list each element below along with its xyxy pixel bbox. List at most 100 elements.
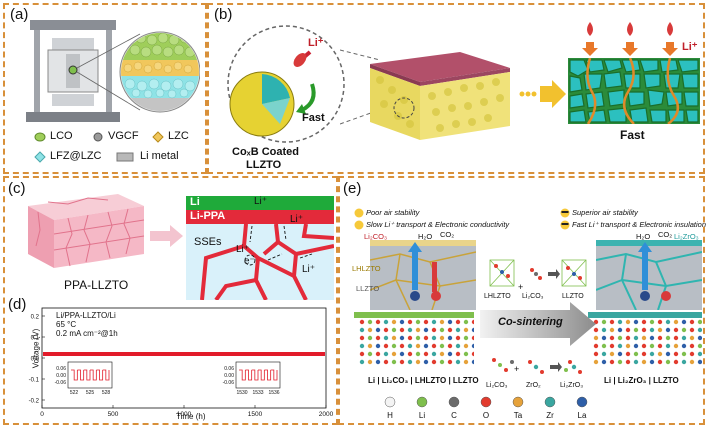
lattice-right-atom-82 bbox=[689, 359, 695, 365]
sad-face-icon-2 bbox=[354, 220, 364, 230]
legend-lzc-text: LZC bbox=[168, 130, 189, 142]
lattice-right-atom-22 bbox=[657, 327, 663, 333]
lattice-right-atom-76 bbox=[641, 359, 647, 365]
lattice-right-atom-49 bbox=[649, 343, 655, 349]
lattice-left-atom-26 bbox=[447, 327, 453, 333]
lattice-left-atom-53 bbox=[423, 343, 429, 349]
lattice-left-atom-87 bbox=[455, 359, 461, 365]
layer-lippa-label: Li-PPA bbox=[190, 210, 226, 222]
panel-b-frame bbox=[207, 3, 705, 174]
lattice-right-atom-57 bbox=[601, 351, 607, 357]
lattice-right-atom-39 bbox=[681, 335, 687, 341]
lattice-left-atom-15 bbox=[359, 327, 365, 333]
lattice-right-atom-16 bbox=[609, 327, 615, 333]
lattice-right-atom-45 bbox=[617, 343, 623, 349]
left-layer-3: LLZTO bbox=[356, 284, 380, 293]
lattice-left-atom-6 bbox=[407, 319, 413, 325]
lattice-right-atom-2 bbox=[609, 319, 615, 325]
lattice-right-atom-69 bbox=[697, 351, 702, 357]
fast-bottom-label: Fast bbox=[620, 128, 645, 142]
lattice-right-atom-79 bbox=[665, 359, 671, 365]
element-label-o: O bbox=[483, 411, 489, 420]
eq2-li2co3: Li₂CO₃ bbox=[486, 382, 508, 389]
left-layer-1: Li₂CO₃ bbox=[364, 232, 388, 241]
lattice-left-atom-51 bbox=[407, 343, 413, 349]
lattice-left-atom-43 bbox=[463, 335, 469, 341]
legend-limetal-text: Li metal bbox=[140, 150, 179, 162]
coated-particle-illustration bbox=[227, 25, 345, 143]
lattice-left-atom-28 bbox=[463, 327, 469, 333]
lattice-left-atom-35 bbox=[399, 335, 405, 341]
lattice-right-atom-62 bbox=[641, 351, 647, 357]
lattice-right-atom-72 bbox=[609, 359, 615, 365]
legend-lfz-text: LFZ@LZC bbox=[50, 150, 102, 162]
lattice-left-atom-46 bbox=[367, 343, 373, 349]
lattice-right-atom-68 bbox=[689, 351, 695, 357]
voltage-trace bbox=[43, 352, 325, 356]
lattice-left-atom-31 bbox=[367, 335, 373, 341]
legend-vgcf-swatch bbox=[93, 132, 103, 142]
layer-li-label: Li bbox=[190, 196, 200, 208]
panel-cd-frame bbox=[3, 176, 338, 425]
element-label-c: C bbox=[451, 411, 457, 420]
eq1-llzto: LLZTO bbox=[562, 293, 584, 300]
lattice-left-atom-48 bbox=[383, 343, 389, 349]
lattice-left-atom-16 bbox=[367, 327, 373, 333]
lattice-left-atom-80 bbox=[399, 359, 405, 365]
lattice-left-atom-41 bbox=[447, 335, 453, 341]
lattice-left-atom-84 bbox=[431, 359, 437, 365]
co-sintering-arrow bbox=[480, 302, 596, 346]
lattice-left-atom-25 bbox=[439, 327, 445, 333]
lattice-left-atom-36 bbox=[407, 335, 413, 341]
lattice-right-atom-83 bbox=[697, 359, 702, 365]
lattice-left-atom-18 bbox=[383, 327, 389, 333]
lattice-right-atom-3 bbox=[617, 319, 623, 325]
lattice-right-atom-15 bbox=[601, 327, 607, 333]
inset-2-ytick-1: 0.00 bbox=[224, 373, 234, 379]
particle-caption-1: CoₓB Coated bbox=[232, 146, 299, 158]
lattice-right-atom-73 bbox=[617, 359, 623, 365]
lattice-left-atom-71 bbox=[447, 351, 453, 357]
lattice-right-atom-44 bbox=[609, 343, 615, 349]
eq2-li2zro3: Li₂ZrO₃ bbox=[560, 382, 584, 389]
lattice-left-atom-73 bbox=[463, 351, 469, 357]
lattice-left-atom-50 bbox=[399, 343, 405, 349]
inset-1-ytick-2: -0.06 bbox=[55, 380, 67, 386]
lattice-right-atom-8 bbox=[657, 319, 663, 325]
lattice-left-atom-60 bbox=[359, 351, 365, 357]
lattice-left-atom-49 bbox=[391, 343, 397, 349]
lattice-left bbox=[354, 312, 474, 365]
lattice-right-atom-52 bbox=[673, 343, 679, 349]
lattice-left-atom-17 bbox=[375, 327, 381, 333]
inset-1-xtick-1: 525 bbox=[86, 390, 95, 396]
chart-xlabel: Time (h) bbox=[176, 412, 206, 421]
y-tick-label-1: 0.1 bbox=[31, 336, 40, 342]
lattice-right-atom-74 bbox=[625, 359, 631, 365]
lattice-left-atom-45 bbox=[359, 343, 365, 349]
lattice-left-atom-12 bbox=[455, 319, 461, 325]
lattice-right-atom-26 bbox=[689, 327, 695, 333]
lattice-right-atom-27 bbox=[697, 327, 702, 333]
lattice-left-atom-9 bbox=[431, 319, 437, 325]
lattice-left-atom-88 bbox=[463, 359, 469, 365]
lattice-left-atom-13 bbox=[463, 319, 469, 325]
lattice-right-atom-47 bbox=[633, 343, 639, 349]
inset-2-ytick-2: -0.06 bbox=[223, 380, 235, 386]
lattice-right bbox=[588, 312, 702, 365]
legend-limetal-swatch bbox=[116, 152, 134, 162]
lattice-right-atom-64 bbox=[657, 351, 663, 357]
lattice-right-atom-20 bbox=[641, 327, 647, 333]
lattice-right-atom-48 bbox=[641, 343, 647, 349]
gas-right-h2o: H₂O bbox=[636, 232, 651, 241]
lattice-right-atom-78 bbox=[657, 359, 663, 365]
element-label-li: Li bbox=[419, 411, 425, 420]
cube-caption: PPA-LLZTO bbox=[64, 278, 129, 292]
gas-left-co2: CO₂ bbox=[440, 230, 455, 239]
lattice-left-atom-7 bbox=[415, 319, 421, 325]
lattice-left-atom-79 bbox=[391, 359, 397, 365]
li-ion-c-3: Li⁺ bbox=[236, 244, 250, 255]
lattice-right-atom-65 bbox=[665, 351, 671, 357]
lattice-right-atom-1 bbox=[601, 319, 607, 325]
transition-arrow-b bbox=[519, 80, 566, 108]
